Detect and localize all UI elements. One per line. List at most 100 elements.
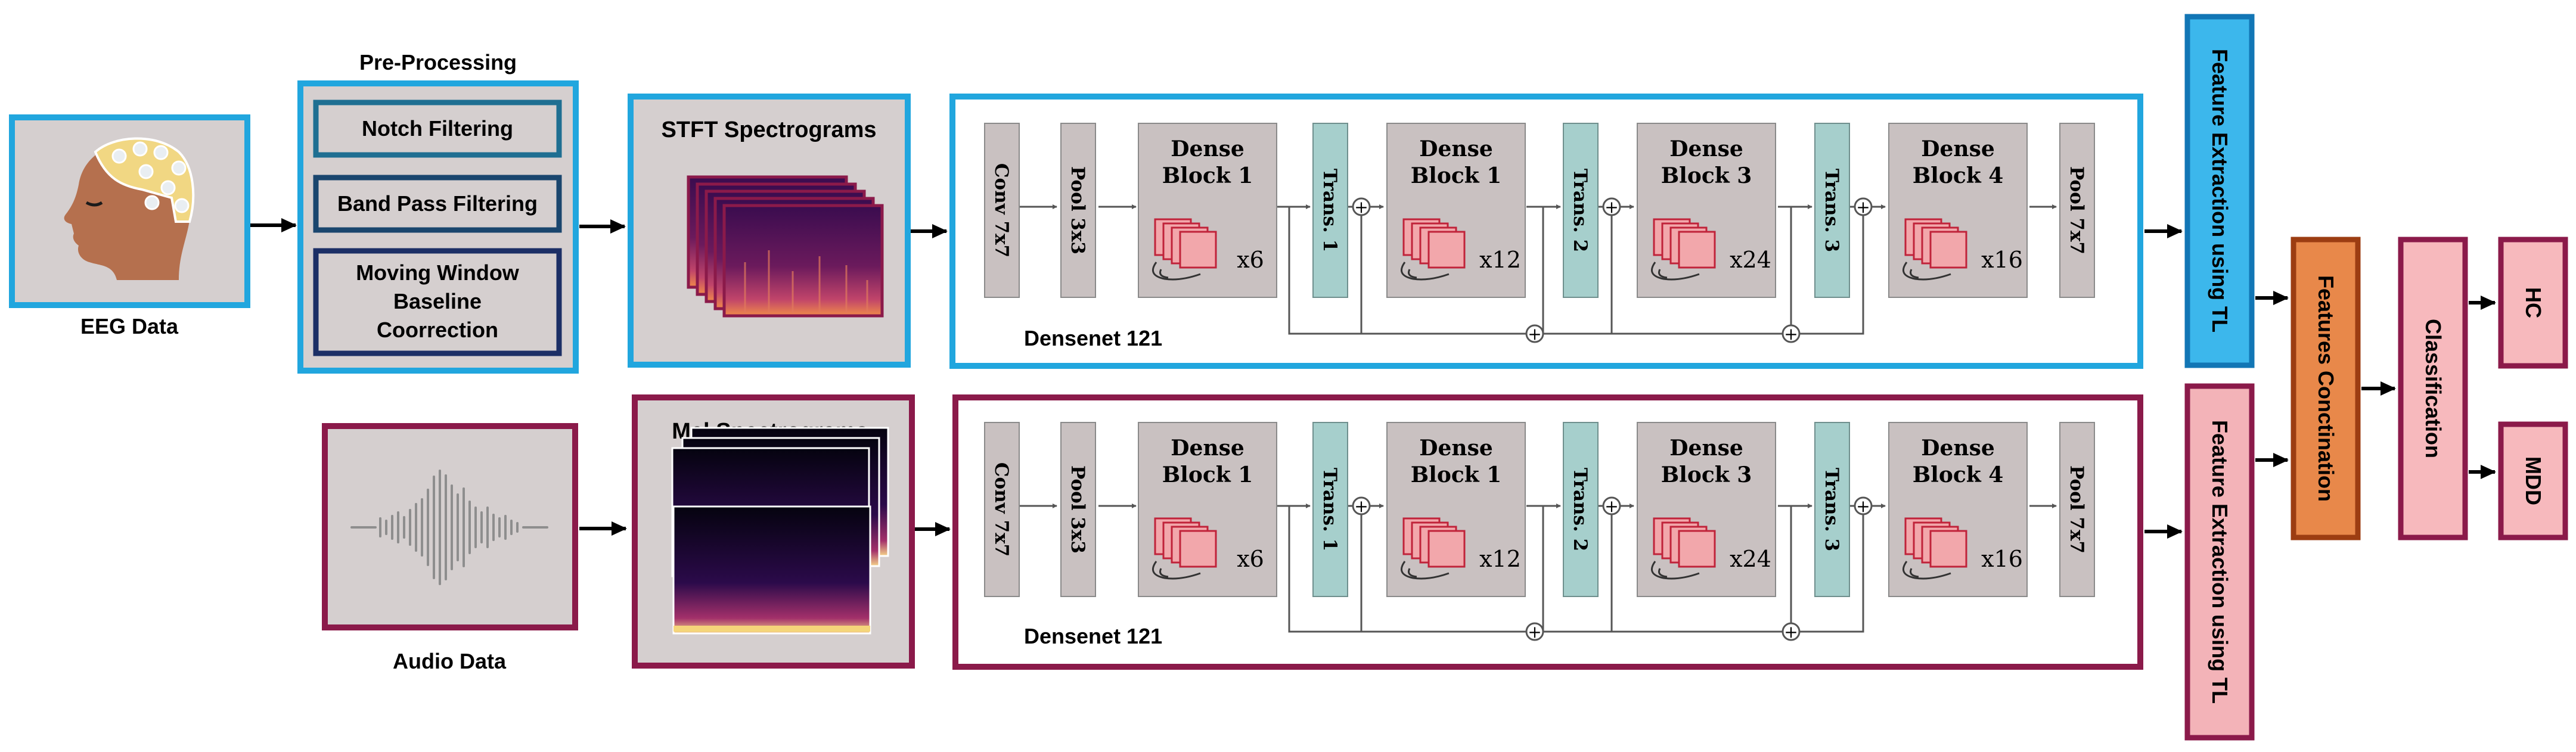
sound-wave-icon — [350, 470, 548, 585]
transition-layer-label: Trans. 1 — [1319, 169, 1340, 252]
dense-layer-stack-icon — [1902, 517, 1967, 580]
transition-layer — [1312, 123, 1348, 298]
baseline-correction-label-line-2: Baseline — [393, 289, 482, 313]
transition-layer — [1312, 422, 1348, 597]
add-node-symbol: + — [1784, 324, 1798, 344]
add-node — [1782, 324, 1801, 343]
transition-layer — [1814, 123, 1850, 298]
dense-block-title: Dense — [1171, 436, 1244, 461]
add-node-symbol: + — [1856, 496, 1870, 516]
conv-layer-label: Conv 7x7 — [991, 163, 1012, 257]
classification-label: Classification — [2421, 319, 2445, 458]
add-node — [1854, 197, 1873, 216]
add-node-symbol: + — [1528, 324, 1541, 344]
dense-block-title: Dense — [1171, 136, 1244, 161]
dense-block-name: Block 4 — [1913, 163, 2004, 188]
dense-block-title: Dense — [1921, 136, 1994, 161]
transition-layer — [1814, 422, 1850, 597]
band-pass-filtering-label: Band Pass Filtering — [337, 191, 538, 216]
pool-first-layer — [1060, 422, 1096, 597]
densenet-audio: + + + + + Conv 7x7 Pool 3x3 Dense Block … — [952, 394, 2143, 670]
pool-first-layer-label: Pool 3x3 — [1067, 465, 1088, 554]
dense-block-title: Dense — [1419, 136, 1492, 161]
dense-block-multiplier: x16 — [1981, 247, 2023, 273]
conv-layer — [984, 422, 1020, 597]
transition-layer-label: Trans. 3 — [1821, 468, 1842, 551]
stft-spectrograms-block: STFT Spectrograms — [628, 94, 911, 368]
conv-layer — [984, 123, 1020, 298]
classification-block: Classification — [2398, 237, 2468, 540]
dense-block-title: Dense — [1419, 436, 1492, 461]
feature-extraction-audio: Feature Extraction using TL — [2184, 383, 2255, 741]
feature-extraction-eeg-label: Feature Extraction using TL — [2208, 49, 2232, 333]
eeg-data-caption: EEG Data — [80, 314, 179, 338]
preprocessing-block: Pre-Processing Notch Filtering Band Pass… — [297, 50, 579, 374]
dense-block-multiplier: x12 — [1479, 546, 1521, 572]
preprocessing-title: Pre-Processing — [359, 50, 517, 74]
baseline-correction-label-line-1: Moving Window — [356, 260, 520, 285]
features-concatenation-block: Features Conctination — [2291, 237, 2361, 540]
add-node — [1602, 197, 1621, 216]
dense-block-multiplier: x12 — [1479, 247, 1521, 273]
add-node — [1602, 496, 1621, 515]
baseline-correction-step — [313, 248, 562, 356]
notch-filtering-label: Notch Filtering — [362, 116, 513, 141]
add-node — [1352, 496, 1371, 515]
dense-block-multiplier: x24 — [1730, 247, 1771, 273]
add-node — [1854, 496, 1873, 515]
densenet-caption: Densenet 121 — [1024, 326, 1162, 350]
audio-data-caption: Audio Data — [393, 649, 507, 673]
add-node — [1352, 197, 1371, 216]
audio-data-block: Audio Data — [322, 423, 578, 673]
eeg-data-block: EEG Data — [9, 114, 250, 338]
conv-layer-label: Conv 7x7 — [991, 462, 1012, 557]
output-mdd: MDD — [2498, 421, 2568, 540]
dense-block-title: Dense — [1669, 436, 1743, 461]
dense-block-name: Block 1 — [1162, 163, 1253, 188]
densenet-eeg: + + + + + Conv 7x7 Pool 3x3 Dense Block … — [949, 94, 2143, 369]
transition-layer-label: Trans. 1 — [1319, 468, 1340, 551]
feature-extraction-eeg: Feature Extraction using TL — [2184, 14, 2255, 368]
densenet-caption: Densenet 121 — [1024, 624, 1162, 648]
baseline-correction-label-line-3: Coorrection — [377, 318, 498, 342]
add-node-symbol: + — [1856, 197, 1870, 217]
dense-block-name: Block 1 — [1162, 462, 1253, 487]
dense-layer-stack-icon — [1650, 218, 1716, 281]
add-node-symbol: + — [1784, 622, 1798, 642]
dense-block-name: Block 1 — [1411, 462, 1502, 487]
stft-spectrograms-title: STFT Spectrograms — [661, 117, 876, 142]
dense-block-title: Dense — [1921, 436, 1994, 461]
add-node — [1525, 324, 1544, 343]
feature-extraction-audio-label: Feature Extraction using TL — [2208, 420, 2232, 704]
dense-layer-stack-icon — [1400, 517, 1466, 580]
dense-layer-stack-icon — [1152, 218, 1217, 281]
add-node-symbol: + — [1528, 622, 1541, 642]
dense-block-name: Block 1 — [1411, 163, 1502, 188]
pool-last-layer — [2059, 422, 2095, 597]
pool-last-layer-label: Pool 7x7 — [2066, 166, 2087, 254]
output-mdd-label: MDD — [2521, 456, 2546, 505]
transition-layer — [1563, 123, 1599, 298]
add-node — [1782, 622, 1801, 641]
dense-layer-stack-icon — [1650, 517, 1716, 580]
transition-layer-label: Trans. 3 — [1821, 169, 1842, 252]
band-pass-filtering-step — [313, 175, 562, 233]
dense-block-multiplier: x24 — [1730, 546, 1771, 572]
dense-block-name: Block 4 — [1913, 462, 2004, 487]
output-hc-label: HC — [2521, 287, 2546, 318]
dense-layer-stack-icon — [1902, 218, 1967, 281]
add-node-symbol: + — [1604, 197, 1618, 217]
dense-block-multiplier: x6 — [1237, 247, 1264, 273]
head-eeg-cap-icon — [64, 137, 195, 280]
transition-layer — [1563, 422, 1599, 597]
spectrogram-stack-icon — [671, 427, 889, 635]
pool-last-layer — [2059, 123, 2095, 298]
dense-block-title: Dense — [1669, 136, 1743, 161]
dense-block-multiplier: x6 — [1237, 546, 1264, 572]
output-hc: HC — [2498, 237, 2568, 369]
dense-block-multiplier: x16 — [1981, 546, 2023, 572]
transition-layer-label: Trans. 2 — [1569, 468, 1591, 551]
notch-filtering-step — [313, 100, 562, 158]
features-concatenation-label: Features Conctination — [2314, 275, 2338, 502]
